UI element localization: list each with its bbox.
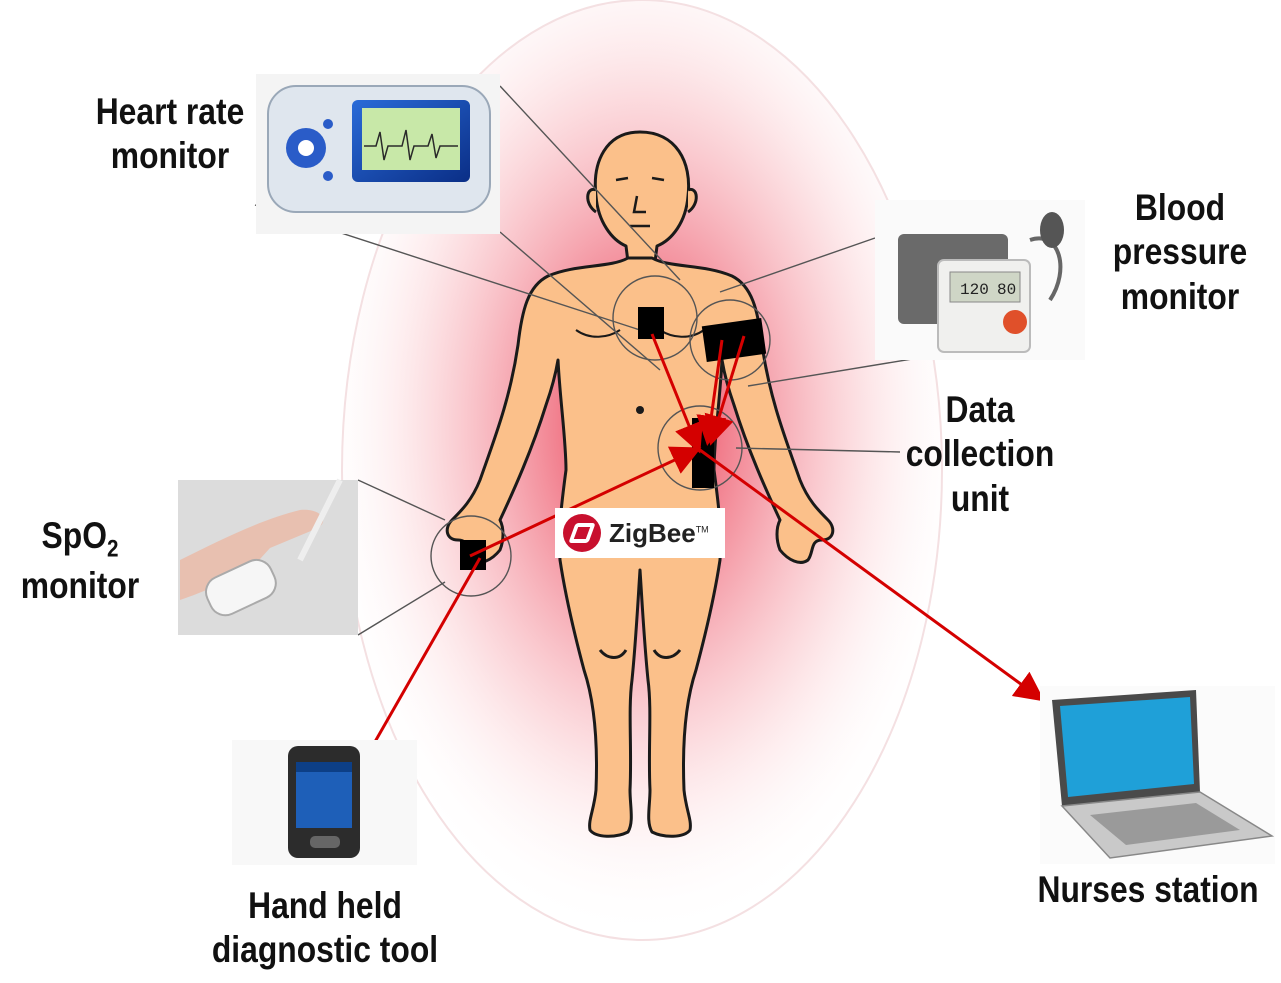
label-handheld-diagnostic-tool: Hand held diagnostic tool <box>196 884 454 973</box>
handheld-device <box>232 740 417 865</box>
zigbee-logo: ZigBeeTM <box>555 508 725 558</box>
zigbee-text: ZigBeeTM <box>609 518 709 549</box>
heart-sensor <box>638 307 664 339</box>
label-blood-pressure-monitor: Blood pressure monitor <box>1098 186 1261 319</box>
label-heart-rate-monitor: Heart rate monitor <box>75 90 264 179</box>
spo2-device <box>178 480 358 635</box>
blood-pressure-monitor-device: 120 80 <box>875 200 1085 360</box>
label-nurses-station: Nurses station <box>1034 868 1263 912</box>
label-data-collection-unit: Data collection unit <box>894 388 1066 521</box>
heart-rate-monitor-device <box>256 74 500 234</box>
bp-diastolic: 80 <box>997 281 1016 299</box>
zigbee-icon <box>563 514 601 552</box>
bp-systolic: 120 <box>960 281 989 299</box>
laptop-device <box>1040 686 1275 864</box>
label-spo2-monitor: SpO2 monitor <box>11 514 149 609</box>
